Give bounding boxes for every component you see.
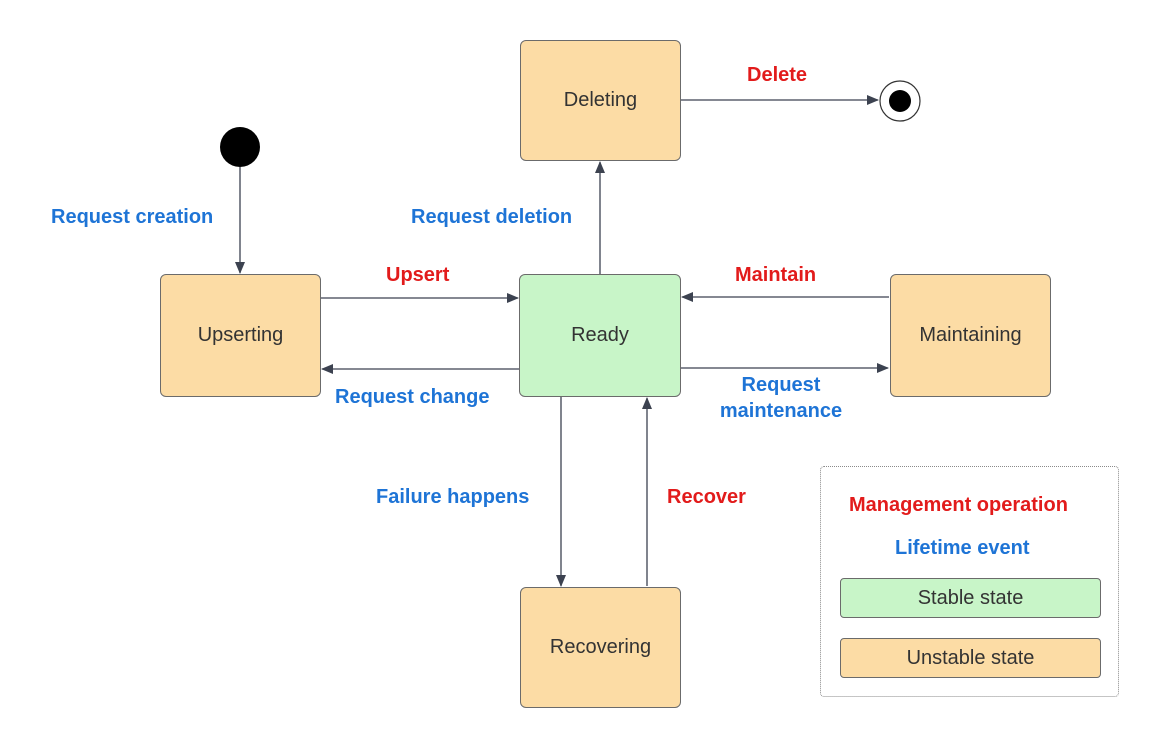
label-request-deletion: Request deletion — [411, 206, 573, 228]
label-request-maintenance: Request maintenance — [712, 372, 850, 424]
state-ready: Ready — [519, 274, 681, 397]
label-request-creation: Request creation — [51, 206, 214, 228]
legend-lifetime-event: Lifetime event — [895, 537, 1030, 559]
final-node-core — [889, 90, 911, 112]
state-maintaining: Maintaining — [890, 274, 1051, 397]
state-recovering: Recovering — [520, 587, 681, 708]
legend-stable-state: Stable state — [840, 578, 1101, 618]
label-failure-happens: Failure happens — [376, 486, 530, 508]
label-delete: Delete — [747, 64, 808, 86]
legend-management-operation: Management operation — [849, 494, 1068, 516]
state-deleting: Deleting — [520, 40, 681, 161]
label-maintain: Maintain — [735, 264, 817, 286]
label-upsert: Upsert — [386, 264, 450, 286]
legend: Management operation Lifetime event Stab… — [820, 466, 1119, 697]
state-upserting: Upserting — [160, 274, 321, 397]
legend-unstable-state: Unstable state — [840, 638, 1101, 678]
label-recover: Recover — [667, 486, 746, 508]
label-request-change: Request change — [335, 386, 490, 408]
label-request-maintenance-line1: Request — [741, 374, 821, 396]
initial-node — [220, 127, 260, 167]
label-request-maintenance-line2: maintenance — [719, 400, 843, 422]
